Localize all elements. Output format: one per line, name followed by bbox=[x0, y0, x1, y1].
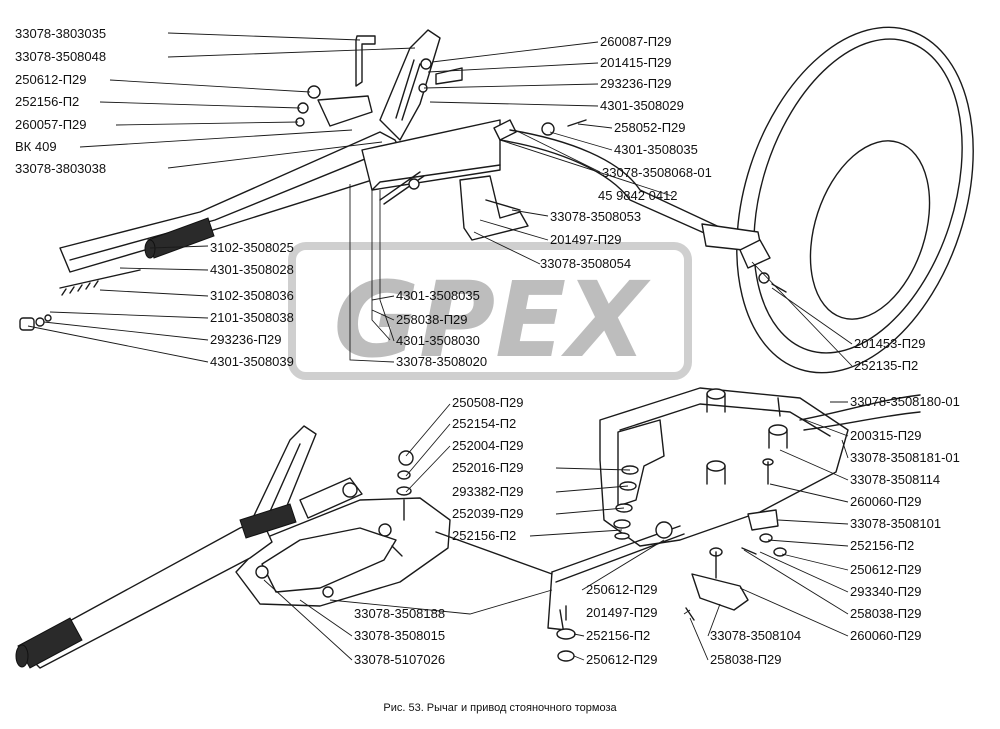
label-33078-3508101: 33078-3508101 bbox=[850, 516, 941, 531]
label-33078-3508104: 33078-3508104 bbox=[710, 628, 801, 643]
label-258038-p29-b: 258038-П29 bbox=[850, 606, 922, 621]
label-258052-p29: 258052-П29 bbox=[614, 120, 686, 135]
label-4301-3508035-b: 4301-3508035 bbox=[396, 288, 480, 303]
label-250612-p29-b: 250612-П29 bbox=[850, 562, 922, 577]
label-201497-p29: 201497-П29 bbox=[550, 232, 622, 247]
label-252004-p29: 252004-П29 bbox=[452, 438, 524, 453]
label-33078-3508054: 33078-3508054 bbox=[540, 256, 631, 271]
label-201453-p29: 201453-П29 bbox=[854, 336, 926, 351]
label-250612-p29: 250612-П29 bbox=[15, 72, 87, 87]
label-293236-p29-b: 293236-П29 bbox=[600, 76, 672, 91]
label-33078-3508068-01: 33078-3508068-01 bbox=[602, 165, 712, 180]
label-33078-3803035: 33078-3803035 bbox=[15, 26, 106, 41]
leader-lines bbox=[27, 32, 853, 661]
label-201497-p29-b: 201497-П29 bbox=[586, 605, 658, 620]
label-4301-3508039: 4301-3508039 bbox=[210, 354, 294, 369]
label-252039-p29: 252039-П29 bbox=[452, 506, 524, 521]
label-3102-3508025: 3102-3508025 bbox=[210, 240, 294, 255]
label-293340-p29: 293340-П29 bbox=[850, 584, 922, 599]
label-293382-p29: 293382-П29 bbox=[452, 484, 524, 499]
label-252156-p2-b: 252156-П2 bbox=[850, 538, 914, 553]
label-33078-3508188: 33078-3508188 bbox=[354, 606, 445, 621]
label-459842-0412: 45 9842 0412 bbox=[598, 188, 678, 203]
label-33078-3508020: 33078-3508020 bbox=[396, 354, 487, 369]
label-33078-3508015: 33078-3508015 bbox=[354, 628, 445, 643]
label-252154-p2: 252154-П2 bbox=[452, 416, 516, 431]
label-258038-p29-c: 258038-П29 bbox=[710, 652, 782, 667]
part-labels: 33078-3803035 33078-3508048 250612-П29 2… bbox=[15, 26, 960, 667]
label-252156-p2-d: 252156-П2 bbox=[586, 628, 650, 643]
label-252016-p29: 252016-П29 bbox=[452, 460, 524, 475]
label-260057-p29: 260057-П29 bbox=[15, 117, 87, 132]
figure-caption: Рис. 53. Рычаг и привод стояночного торм… bbox=[383, 702, 617, 714]
label-260060-p29-b: 260060-П29 bbox=[850, 628, 922, 643]
label-250612-p29-d: 250612-П29 bbox=[586, 652, 658, 667]
label-250612-p29-c: 250612-П29 bbox=[586, 582, 658, 597]
label-260060-p29: 260060-П29 bbox=[850, 494, 922, 509]
label-4301-3508028: 4301-3508028 bbox=[210, 262, 294, 277]
label-4301-3508029: 4301-3508029 bbox=[600, 98, 684, 113]
label-201415-p29: 201415-П29 bbox=[600, 55, 672, 70]
label-293236-p29: 293236-П29 bbox=[210, 332, 282, 347]
label-252156-p2-c: 252156-П2 bbox=[452, 528, 516, 543]
label-33078-5107026: 33078-5107026 bbox=[354, 652, 445, 667]
label-33078-3508053: 33078-3508053 bbox=[550, 209, 641, 224]
label-2101-3508038: 2101-3508038 bbox=[210, 310, 294, 325]
brake-drum bbox=[701, 26, 974, 374]
label-258038-p29: 258038-П29 bbox=[396, 312, 468, 327]
label-200315-p29: 200315-П29 bbox=[850, 428, 922, 443]
label-33078-3508181-01: 33078-3508181-01 bbox=[850, 450, 960, 465]
watermark-text: GPEX bbox=[334, 259, 652, 381]
label-4301-3508030: 4301-3508030 bbox=[396, 333, 480, 348]
label-33078-3803038: 33078-3803038 bbox=[15, 161, 106, 176]
label-33078-3508114: 33078-3508114 bbox=[850, 472, 940, 487]
label-33078-3508048: 33078-3508048 bbox=[15, 49, 106, 64]
lower-lever-assembly bbox=[15, 387, 921, 669]
label-3102-3508036: 3102-3508036 bbox=[210, 288, 294, 303]
label-252156-p2: 252156-П2 bbox=[15, 94, 79, 109]
label-33078-3508180-01: 33078-3508180-01 bbox=[850, 394, 960, 409]
label-260087-p29: 260087-П29 bbox=[600, 34, 672, 49]
upper-lever-assembly bbox=[19, 29, 731, 341]
label-vk-409: ВК 409 bbox=[15, 139, 57, 154]
label-250508-p29: 250508-П29 bbox=[452, 395, 524, 410]
label-4301-3508035: 4301-3508035 bbox=[614, 142, 698, 157]
label-252135-p2: 252135-П2 bbox=[854, 358, 918, 373]
